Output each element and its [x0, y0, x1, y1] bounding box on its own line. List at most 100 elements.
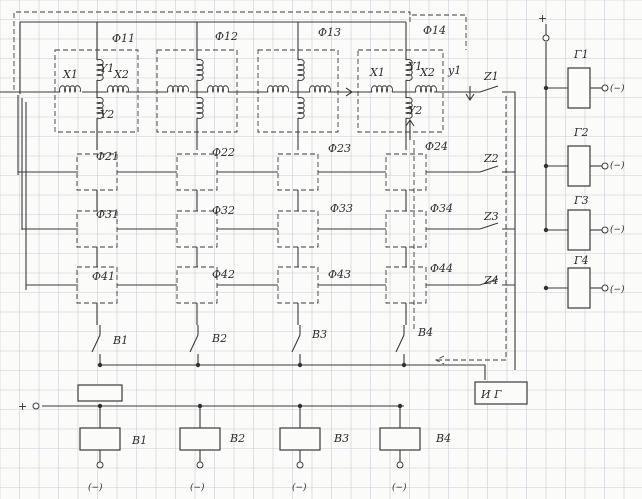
label-phi33: Φ33: [330, 202, 353, 215]
switch-blade: [395, 334, 405, 353]
winding-coil: [404, 97, 413, 119]
relay-coil-box: [567, 209, 591, 251]
minus-g1: (−): [610, 83, 625, 94]
minus-g3: (−): [610, 224, 625, 235]
winding-coil: [207, 85, 229, 94]
matrix-cell: [385, 266, 427, 304]
minus-b3: (−): [292, 482, 307, 493]
minus-terminal: [601, 84, 609, 92]
row1-coils: [59, 85, 437, 94]
winding-coil: [296, 59, 305, 81]
junction-dot: [397, 403, 403, 409]
relay-coil-box: [567, 145, 591, 187]
label-phi23: Φ23: [328, 142, 351, 155]
bottom-bus: [100, 364, 486, 380]
minus-terminal: [601, 226, 609, 234]
label-phi41: Φ41: [92, 270, 115, 283]
winding-coil: [95, 97, 104, 119]
winding-coil: [371, 85, 393, 94]
label-phi21: Φ21: [96, 150, 119, 163]
cell-phi14-box: [357, 49, 444, 133]
minus-terminal: [96, 461, 104, 469]
relay-b1-contact: [77, 384, 123, 402]
generator-box: [474, 381, 528, 405]
junction-dot: [543, 285, 549, 291]
right-plus-terminal: [542, 34, 550, 42]
label-switch-b2: B2: [211, 332, 227, 345]
relay-coil-box: [567, 67, 591, 109]
label-relay-b2: B2: [229, 432, 245, 445]
matrix-cell: [176, 210, 218, 248]
label-switch-b1: B1: [112, 334, 128, 347]
matrix-cell: [385, 153, 427, 191]
minus-b1: (−): [88, 482, 103, 493]
switch-blade: [91, 334, 101, 353]
label-phi22: Φ22: [212, 146, 235, 159]
relay-coil-box: [179, 427, 221, 451]
top-feed-rail: [19, 21, 407, 94]
plus-sign-right: +: [538, 12, 547, 25]
label-phi13: Φ13: [318, 26, 341, 39]
junction-dot: [197, 403, 203, 409]
matrix-cell: [385, 210, 427, 248]
minus-terminal: [396, 461, 404, 469]
label-phi11: Φ11: [112, 32, 135, 45]
winding-coil: [59, 85, 81, 94]
label-relay-b4: B4: [435, 432, 451, 445]
label-z1: Z1: [483, 70, 499, 83]
outer-dashed-boundary: [13, 11, 467, 90]
matrix-cell: [176, 153, 218, 191]
winding-coil: [195, 59, 204, 81]
junction-dot: [297, 403, 303, 409]
minus-terminal: [196, 461, 204, 469]
row-switch-lines: [443, 85, 516, 370]
label-relay-b3: B3: [333, 432, 349, 445]
minus-terminal: [601, 162, 609, 170]
label-relay-b1: B1: [131, 434, 147, 447]
label-gamma1: Γ1: [573, 48, 589, 61]
label-gamma3: Γ3: [573, 194, 589, 207]
current-arrow-up: [405, 119, 415, 140]
switch-blade: [189, 334, 199, 353]
minus-terminal: [296, 461, 304, 469]
relay-coil-box: [379, 427, 421, 451]
winding-coil: [195, 97, 204, 119]
label-phi42: Φ42: [212, 268, 235, 281]
label-switch-b4: B4: [417, 326, 433, 339]
switch-blade: [291, 334, 301, 353]
label-phi24: Φ24: [425, 140, 448, 153]
return-dashed-path: [434, 96, 507, 365]
label-phi32: Φ32: [212, 204, 235, 217]
generator-label: И Г: [480, 388, 502, 401]
label-z3: Z3: [483, 210, 499, 223]
winding-coil: [415, 85, 437, 94]
label-switch-b3: B3: [311, 328, 327, 341]
relay-coil-box: [279, 427, 321, 451]
minus-g4: (−): [610, 284, 625, 295]
label-gamma4: Γ4: [573, 254, 589, 267]
label-gamma2: Γ2: [573, 126, 589, 139]
cell-phi11-box: [54, 49, 139, 133]
junction-dot: [97, 403, 103, 409]
relay-coil-box: [79, 427, 121, 451]
label-phi44: Φ44: [430, 262, 453, 275]
column-coils: [95, 59, 413, 150]
label-x2-a: X2: [113, 68, 129, 81]
label-current-y1: y1: [447, 64, 461, 77]
label-x1-a: X1: [62, 68, 78, 81]
winding-coil: [107, 85, 129, 94]
winding-coil: [404, 59, 413, 81]
minus-terminal: [601, 284, 609, 292]
label-phi12: Φ12: [215, 30, 238, 43]
label-x2-b: X2: [419, 66, 435, 79]
minus-b2: (−): [190, 482, 205, 493]
current-arrow-down: [465, 86, 475, 101]
label-phi34: Φ34: [430, 202, 453, 215]
column-relay-group: [77, 384, 421, 469]
winding-coil: [267, 85, 289, 94]
winding-coil: [167, 85, 189, 94]
winding-coil: [296, 97, 305, 119]
